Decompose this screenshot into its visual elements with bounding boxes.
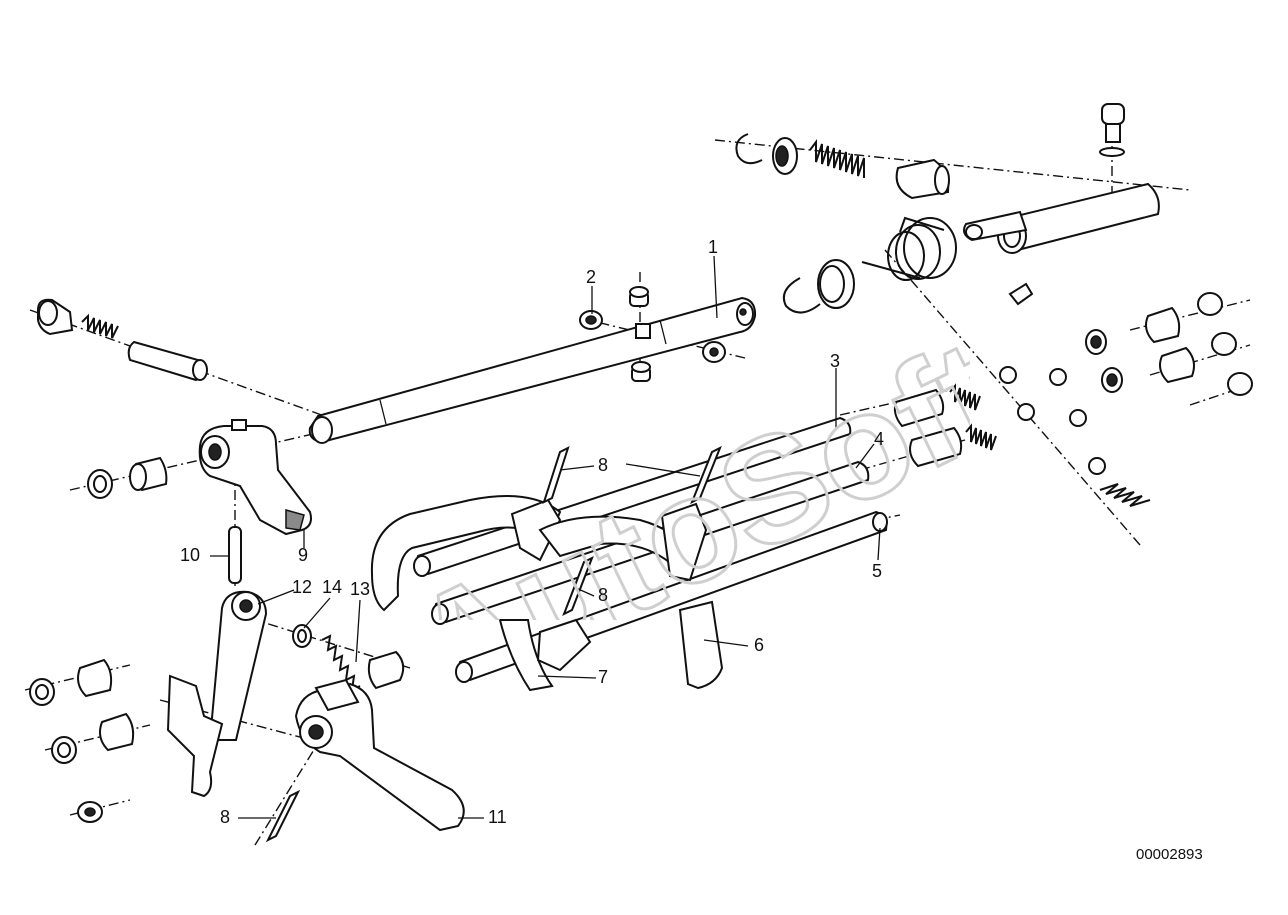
callout-1: 1: [708, 237, 719, 257]
part-6-fork-pad: [678, 600, 724, 690]
callout-8-middle: 8: [598, 585, 609, 605]
left-bushings-upper: [87, 456, 168, 499]
detent-balls-right: [999, 282, 1151, 507]
document-id: 00002893: [1136, 846, 1203, 863]
selector-sleeve: [963, 182, 1160, 254]
callout-4: 4: [874, 429, 885, 449]
torsion-spring: [782, 216, 957, 314]
part-12-intermediate-lever: [166, 590, 268, 798]
part-11-shift-lever: [294, 678, 465, 832]
callout-10: 10: [180, 545, 201, 565]
shift-forks: [370, 495, 708, 692]
right-bushings: [1085, 292, 1253, 396]
part-1-selector-shaft: [308, 296, 757, 444]
left-bushings-lower: [29, 658, 135, 823]
detent-sleeves-mid: [893, 383, 997, 468]
callout-14: 14: [322, 577, 343, 597]
callout-9: 9: [298, 545, 309, 565]
leader-lines: [210, 255, 881, 819]
callout-2: 2: [586, 267, 597, 287]
top-right-spring-assembly: [735, 103, 1125, 200]
part-9-shift-lever: [198, 419, 312, 536]
part-13-screw: [321, 634, 405, 692]
part-14-washer: [292, 624, 312, 648]
callout-12: 12: [292, 577, 313, 597]
callout-8-upper: 8: [598, 455, 609, 475]
callout-11: 11: [488, 807, 507, 827]
detent-plug-spring-pin: [37, 298, 208, 382]
part-10-pin: [228, 526, 242, 584]
callout-8-lower: 8: [220, 807, 231, 827]
callout-5: 5: [872, 561, 883, 581]
callout-13: 13: [350, 579, 371, 599]
roll-pins-8: [265, 445, 722, 843]
callout-7: 7: [598, 667, 609, 687]
part-2-small-nuts: [579, 286, 726, 382]
callout-6: 6: [754, 635, 765, 655]
callout-3: 3: [830, 351, 841, 371]
